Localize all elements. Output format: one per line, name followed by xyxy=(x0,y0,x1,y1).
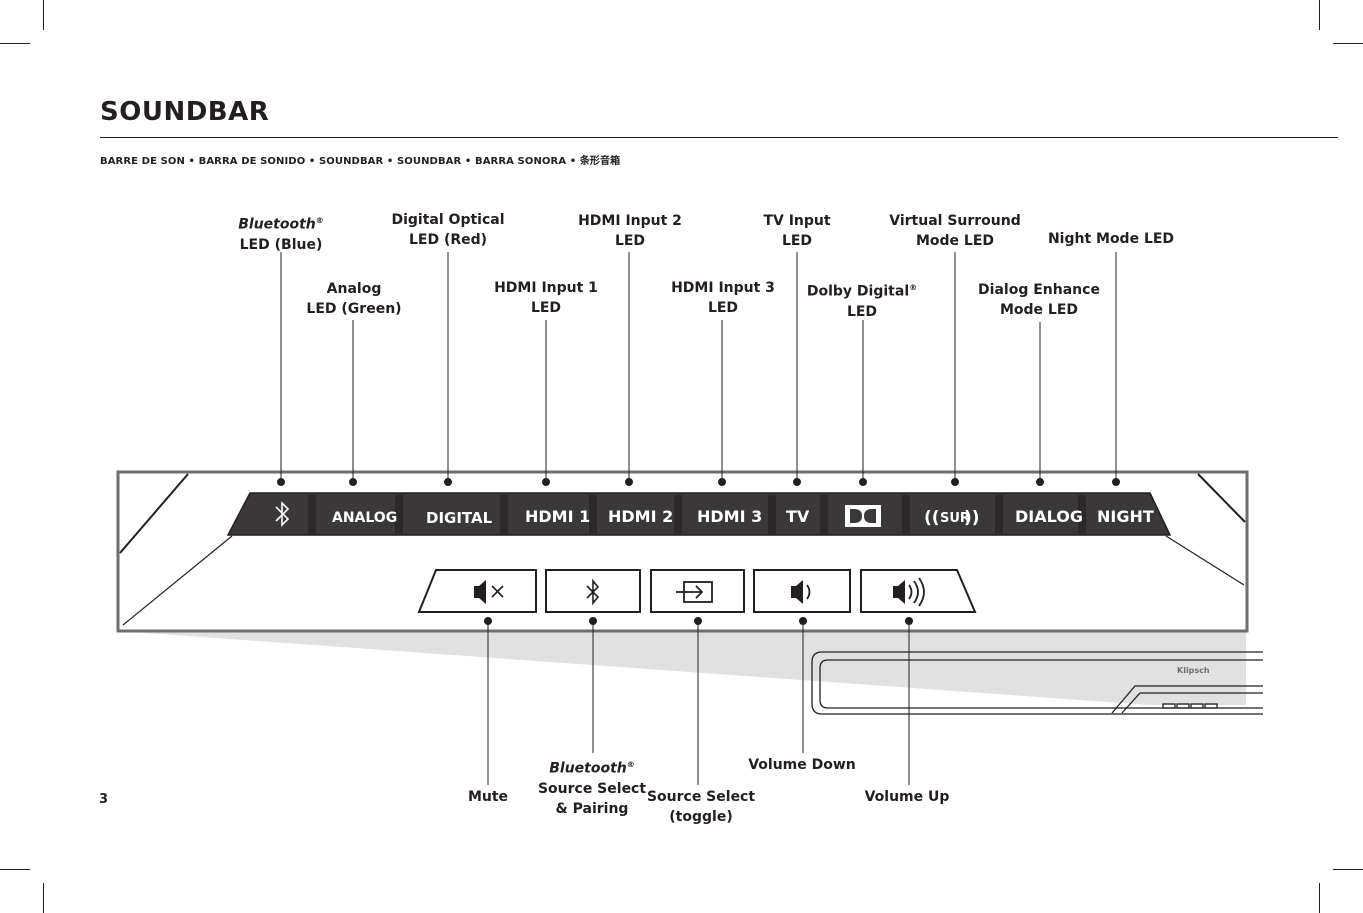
label-dialog-led: Dialog Enhance Mode LED xyxy=(978,282,1100,318)
dolby-icon xyxy=(845,505,881,527)
crop-mark xyxy=(43,0,44,30)
label-bluetooth-select: Bluetooth® Source Select & Pairing xyxy=(537,760,647,817)
bluetooth-icon xyxy=(275,501,290,527)
led-hdmi1: HDMI 1 xyxy=(525,507,590,526)
crop-mark xyxy=(0,43,30,44)
mute-icon xyxy=(474,580,504,604)
bottom-leader-lines xyxy=(484,617,913,785)
page-subtitle: BARRE DE SON • BARRA DE SONIDO • SOUNDBA… xyxy=(100,156,621,167)
crop-mark xyxy=(1333,869,1363,870)
led-dialog: DIALOG xyxy=(1015,507,1083,526)
label-bluetooth-led: Bluetooth® LED (Blue) xyxy=(238,216,324,253)
label-source-select: Source Select (toggle) xyxy=(646,789,756,825)
label-dolby-led: Dolby Digital® LED xyxy=(806,283,918,320)
panel-edge-line xyxy=(119,473,189,554)
brand-logo: Klipsch xyxy=(1177,666,1210,675)
svg-text:)): )) xyxy=(964,508,980,528)
source-select-button[interactable] xyxy=(650,569,745,613)
soundbar-thumbnail xyxy=(811,651,1263,715)
volume-up-icon xyxy=(893,577,925,607)
led-hdmi3: HDMI 3 xyxy=(697,507,762,526)
label-digital-led: Digital Optical LED (Red) xyxy=(391,212,505,248)
crop-mark xyxy=(1333,43,1363,44)
panel-edge-line xyxy=(1165,535,1245,586)
label-volume-up: Volume Up xyxy=(864,789,950,805)
label-tv-led: TV Input LED xyxy=(763,213,831,249)
panel-edge-line xyxy=(1197,473,1246,523)
led-digital: DIGITAL xyxy=(426,509,493,527)
led-analog: ANALOG xyxy=(332,510,397,526)
crop-mark xyxy=(43,883,44,913)
crop-mark xyxy=(1319,883,1320,913)
label-analog-led: Analog LED (Green) xyxy=(306,281,402,317)
led-tv: TV xyxy=(786,507,810,526)
label-mute: Mute xyxy=(467,789,509,805)
label-night-led: Night Mode LED xyxy=(1047,231,1175,247)
page-number: 3 xyxy=(99,792,109,807)
label-volume-down: Volume Down xyxy=(748,757,856,773)
led-night: NIGHT xyxy=(1097,507,1154,526)
label-surround-led: Virtual Surround Mode LED xyxy=(889,213,1021,249)
projection-shadow xyxy=(118,631,1246,705)
volume-down-icon xyxy=(791,580,811,604)
bluetooth-icon xyxy=(586,578,600,606)
label-hdmi1-led: HDMI Input 1 LED xyxy=(494,280,598,316)
label-hdmi3-led: HDMI Input 3 LED xyxy=(671,280,775,316)
page-title: SOUNDBAR xyxy=(100,97,270,127)
surround-icon: (( SUR )) xyxy=(924,508,980,528)
button-row xyxy=(417,569,977,613)
svg-text:((: (( xyxy=(924,508,940,528)
led-hdmi2: HDMI 2 xyxy=(608,507,673,526)
crop-mark xyxy=(0,869,30,870)
crop-mark xyxy=(1319,0,1320,30)
top-leader-lines xyxy=(277,252,1120,486)
label-hdmi2-led: HDMI Input 2 LED xyxy=(578,213,682,249)
led-strip xyxy=(226,492,1172,536)
led-segments xyxy=(308,495,1086,534)
led-sur: SUR xyxy=(940,511,970,526)
panel-edge-line xyxy=(122,535,233,626)
source-select-icon xyxy=(676,581,713,603)
title-divider xyxy=(100,137,1338,138)
